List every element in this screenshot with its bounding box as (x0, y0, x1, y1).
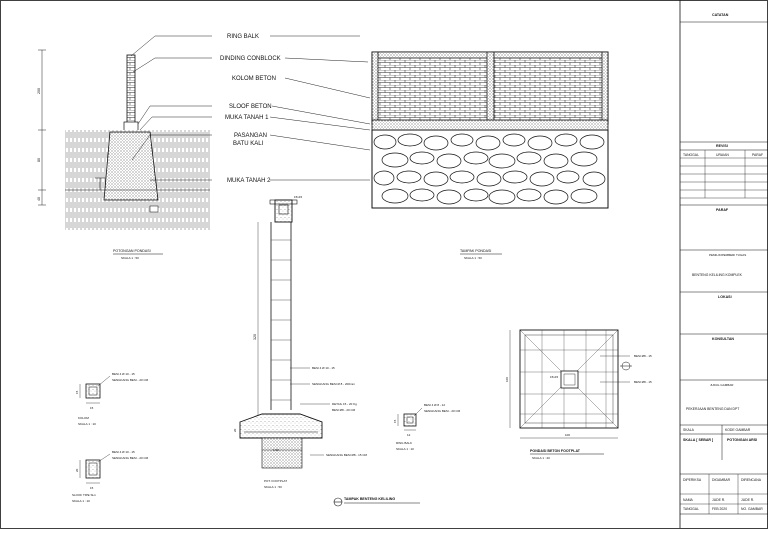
kolom-scale: SKALA 1 : 10 (78, 422, 96, 426)
ring-balk-detail: 15 12 BESI 4 Ø 8 - 12 SENGKANG BESI - 20… (393, 403, 461, 451)
column-title: POT. FOOTPLAT (264, 479, 287, 483)
tb-sig-direncana: DIRENCANA (741, 478, 762, 482)
view-scale: SKALA 1 : 50 (464, 256, 482, 260)
footplat-title: PONDASI BETON FOOTPLAT (530, 449, 581, 453)
tb-sig-diperiksa: DIPERIKSA (683, 478, 702, 482)
sloof-title: SLOOF TIPE SL1 (72, 493, 96, 497)
tb-header: CATATAN (712, 13, 729, 17)
tb-paraf: PARAF (716, 208, 729, 212)
tb-revisi: REVISI (716, 144, 728, 148)
column-note-3: DETAIL 15 - 20 Kg (332, 402, 357, 406)
column-top-label: 15x15 (294, 195, 303, 199)
column-scale: SKALA 1 : 50 (264, 485, 282, 489)
ring-dim: 15 (393, 419, 397, 423)
footplat-note-1: BESI Ø8 - 15 (634, 354, 652, 358)
ring-scale: SKALA 1 : 10 (396, 447, 414, 451)
column-note-1: BESI 4 Ø 10 - 15 (312, 366, 335, 370)
tb-kode-value: POTONGAN ARSI (727, 438, 757, 442)
tb-row-a-2: JUDE R. (712, 498, 725, 502)
footplat-note-2: BESI Ø8 - 15 (634, 380, 652, 384)
tb-skala-label: SKALA (683, 428, 695, 432)
column-footplat-section: 15x15 320 20 1.00 BESI 4 Ø 10 - 15 SENGK… (233, 195, 368, 489)
tb-skala-value: SKALA [ SEBAR ] (683, 438, 713, 442)
footplat-plan: 100 100 15x15 BESI Ø8 - 15 BESI Ø8 - 15 … (505, 329, 652, 460)
callout-ring-balk: RING BALK (227, 34, 259, 40)
callout-pasangan: PASANGAN (234, 133, 267, 139)
elevation-bottom-title: TAMPAK BENTENG KELILING (344, 497, 395, 501)
ring-note-2: SENGKANG BESI - 20 CM (424, 409, 461, 413)
dim-40: 40 (37, 197, 41, 201)
callout-batu-kali: BATU KALI (233, 141, 264, 147)
ring-title: RING BALK (396, 441, 412, 445)
tb-row-a-3: JUDE R. (741, 498, 754, 502)
footplat-dim-side: 100 (505, 377, 509, 382)
tb-judul: PEKERJAAN BENTENG DAN DPT (686, 407, 739, 411)
footing-width: 1.00 (273, 448, 279, 452)
tb-judul-label: JUDUL GAMBAR (710, 383, 734, 387)
foundation-section: 200 80 40 (37, 49, 210, 230)
ring-note-1: BESI 4 Ø 8 - 12 (424, 403, 445, 407)
tb-lokasi: LOKASI (718, 295, 732, 299)
sloof-width: 15 (90, 486, 94, 490)
dim-80: 80 (37, 158, 41, 162)
column-height-dim: 320 (253, 334, 257, 340)
column-note-2: SENGKANG BESI Ø 8 - 200mm (312, 382, 356, 386)
tb-row-b-2: FEB 2020 (712, 507, 727, 511)
kolom-note-1: BESI 4 Ø 10 - 15 (112, 372, 135, 376)
sloof-note-1: BESI 4 Ø 10 - 15 (112, 450, 135, 454)
callout-muka-tanah-2: MUKA TANAH 2 (227, 178, 271, 184)
footing-note: SENGKANG BESI Ø8 - 15 CM (326, 453, 368, 457)
section-scale: SKALA 1 : 50 (121, 256, 139, 260)
view-title: TAMPAK PONDASI (460, 249, 491, 253)
callout-sloof-beton: SLOOF BETON (229, 104, 272, 110)
section-title: POTONGAN PONDASI (113, 249, 151, 253)
footplat-dim-bottom: 100 (565, 433, 570, 437)
kolom-title: KOLOM (78, 416, 89, 420)
tb-row-a-1: NAMA (683, 498, 694, 502)
sloof-detail: 20 15 BESI 4 Ø 10 - 15 SENGKANG BESI - 2… (72, 450, 149, 503)
dim-200: 200 (37, 88, 41, 94)
ring-width: 12 (407, 433, 411, 437)
kolom-detail: 15 15 BESI 4 Ø 10 - 15 SENGKANG BESI - 2… (75, 372, 149, 426)
tb-konsultan: KONSULTAN (712, 337, 734, 341)
kolom-width: 15 (90, 406, 94, 410)
callout-kolom-beton: KOLOM BETON (232, 76, 276, 82)
footplat-col: 15x15 (550, 375, 559, 379)
tb-project: BENTENG KELILING KOMPLEK (692, 273, 743, 277)
sloof-scale: SKALA 1 : 10 (72, 499, 90, 503)
footplat-scale: SKALA 1 : 20 (532, 456, 550, 460)
tb-row-b-3: NO. GAMBAR (741, 507, 763, 511)
foundation-elevation (371, 51, 609, 209)
tb-sig-digambar: DIGAMBAR (712, 478, 731, 482)
sloof-dim: 20 (75, 468, 79, 472)
title-block: CATATAN REVISI TANGGAL URAIAN PARAF PARA… (680, 13, 768, 515)
tb-col-uraian: URAIAN (716, 153, 729, 157)
tb-col-paraf: PARAF (752, 153, 763, 157)
tb-row-b-1: TANGGAL (683, 507, 699, 511)
tb-kode-label: KODE GAMBAR (725, 428, 751, 432)
column-note-4: BESI Ø8 - 20 CM (332, 408, 356, 412)
callout-muka-tanah-1: MUKA TANAH 1 (225, 115, 269, 121)
tb-col-tanggal: TANGGAL (683, 153, 699, 157)
callout-dinding-conblock: DINDING CONBLOCK (220, 56, 281, 62)
sloof-note-2: SENGKANG BESI - 20 CM (112, 456, 149, 460)
footing-dim: 20 (233, 428, 237, 432)
kolom-dim: 15 (75, 390, 79, 394)
tb-pemilik-label: PEMILIK/PEMBERI TUGAS (709, 253, 746, 257)
callouts: RING BALK DINDING CONBLOCK KOLOM BETON S… (130, 34, 371, 184)
kolom-note-2: SENGKANG BESI - 20 CM (112, 378, 149, 382)
